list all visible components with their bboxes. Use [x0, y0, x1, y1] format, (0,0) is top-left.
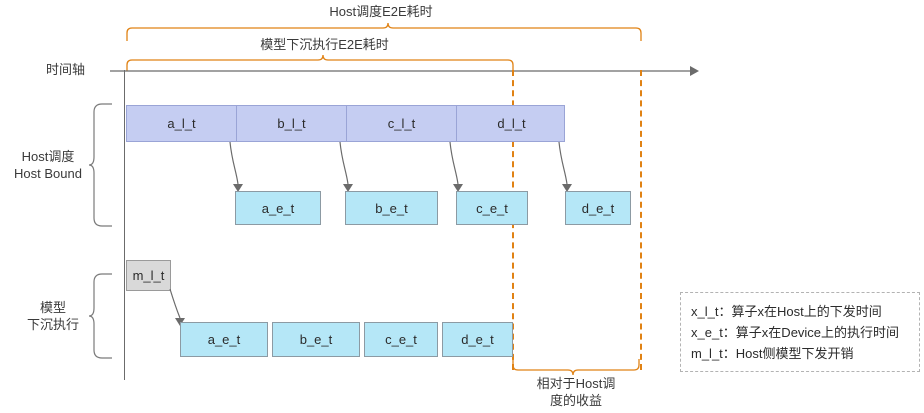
section-label-host-bound: Host调度 Host Bound	[6, 148, 90, 182]
title-model-sink-e2e: 模型下沉执行E2E耗时	[260, 37, 389, 52]
dashed-guide-host-end	[640, 70, 642, 370]
host-dispatch-to-exec-arrows	[229, 141, 572, 192]
brace-model-sink	[88, 273, 112, 359]
host-dispatch-cell-b[interactable]: b_l_t	[237, 106, 347, 141]
axis-label-time: 时间轴	[46, 62, 86, 77]
gain-label-line1: 相对于Host调	[536, 376, 616, 391]
host-dispatch-cell-a[interactable]: a_l_t	[127, 106, 237, 141]
model-exec-box-b[interactable]: b_e_t	[272, 322, 360, 357]
host-dispatch-cell-c[interactable]: c_l_t	[347, 106, 457, 141]
legend-box: x_l_t：算子x在Host上的下发时间 x_e_t：算子x在Device上的执…	[680, 292, 920, 372]
title-host-e2e: Host调度E2E耗时	[329, 4, 433, 19]
model-exec-box-c[interactable]: c_e_t	[364, 322, 438, 357]
bracket-model-sink-e2e	[126, 54, 514, 71]
gain-label: 相对于Host调 度的收益	[512, 375, 640, 409]
host-exec-box-b[interactable]: b_e_t	[345, 191, 438, 225]
legend-row-x-l-t: x_l_t：算子x在Host上的下发时间	[691, 304, 882, 319]
bracket-gain	[512, 359, 640, 376]
model-exec-box-d[interactable]: d_e_t	[442, 322, 513, 357]
time-axis-arrow	[110, 66, 699, 76]
section-label-model-sink-line2: 下沉执行	[26, 317, 79, 332]
model-dispatch-box-m[interactable]: m_l_t	[126, 260, 171, 291]
host-dispatch-strip: a_l_t b_l_t c_l_t d_l_t	[126, 105, 565, 142]
section-label-host-bound-line1: Host调度	[21, 149, 75, 164]
host-exec-box-c[interactable]: c_e_t	[456, 191, 528, 225]
host-exec-box-a[interactable]: a_e_t	[235, 191, 321, 225]
legend-row-x-e-t: x_e_t：算子x在Device上的执行时间	[691, 325, 900, 340]
section-label-host-bound-line2: Host Bound	[14, 166, 82, 181]
brace-host-bound	[88, 103, 112, 227]
bracket-host-e2e	[126, 22, 642, 41]
host-exec-box-d[interactable]: d_e_t	[565, 191, 631, 225]
gain-label-line2: 度的收益	[549, 393, 602, 408]
section-label-model-sink: 模型 下沉执行	[16, 299, 90, 333]
model-exec-box-a[interactable]: a_e_t	[180, 322, 268, 357]
host-dispatch-cell-d[interactable]: d_l_t	[497, 116, 526, 131]
legend-row-m-l-t: m_l_t：Host侧模型下发开销	[691, 346, 854, 361]
section-label-model-sink-line1: 模型	[39, 300, 66, 315]
origin-vertical-line	[124, 70, 126, 380]
